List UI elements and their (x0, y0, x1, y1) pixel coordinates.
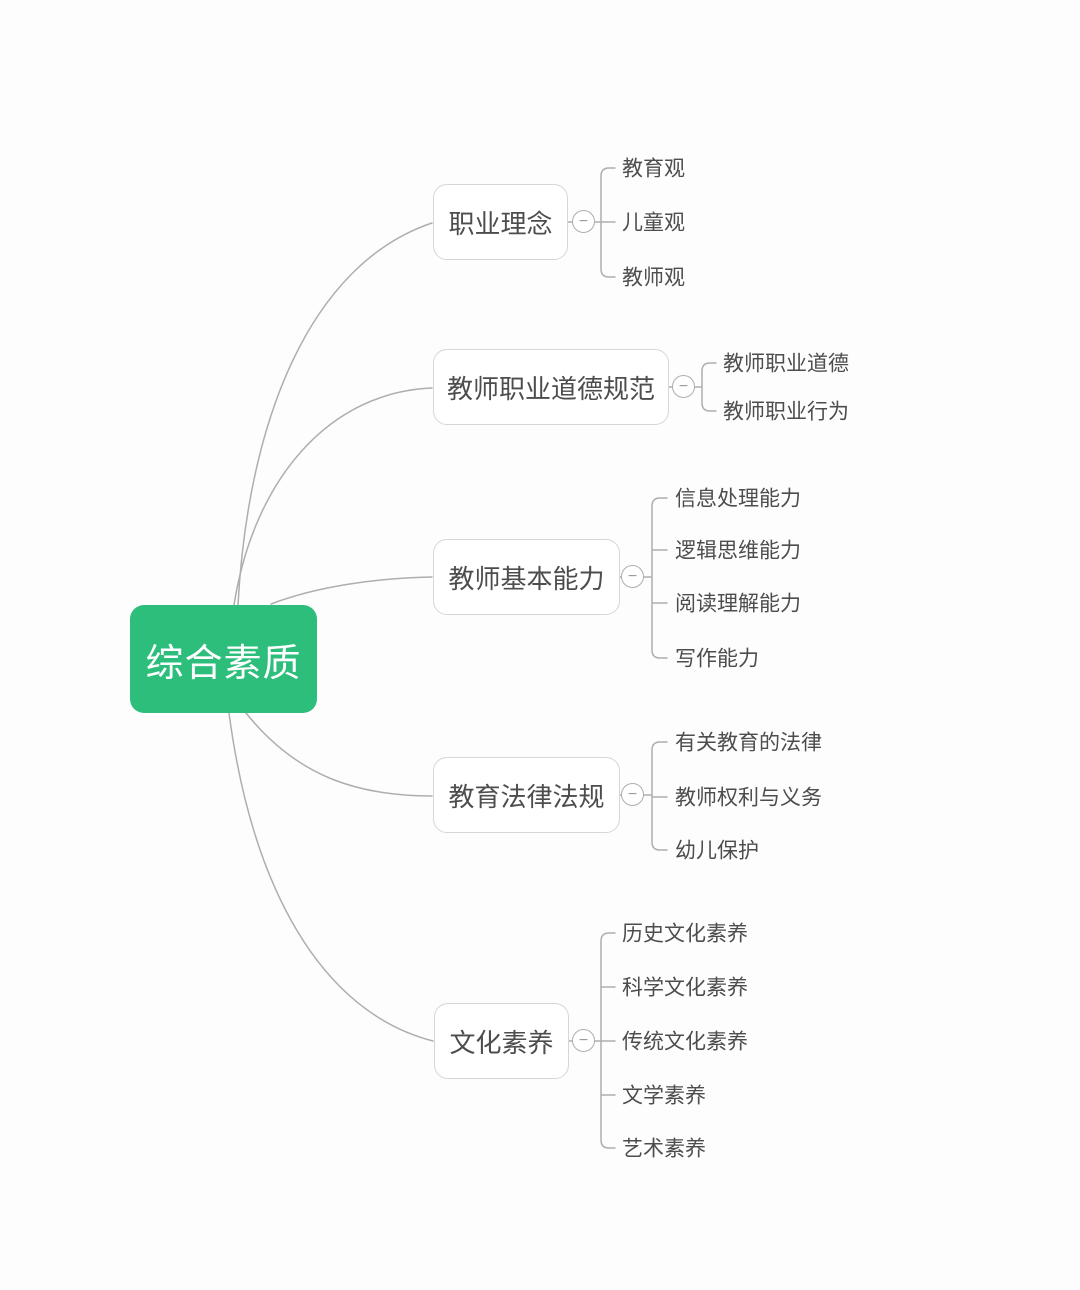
collapse-button-branch-2[interactable]: − (672, 375, 695, 398)
connector-branch-4-children (619, 741, 668, 851)
branch-node-label: 教师职业道德规范 (446, 373, 655, 404)
connector-branch-3-children (619, 497, 668, 659)
child-node[interactable]: 儿童观 (622, 211, 685, 235)
branch-node-professional-ethics[interactable]: 教师职业道德规范 (433, 349, 669, 425)
minus-icon: − (627, 567, 638, 585)
branch-node-label: 职业理念 (448, 208, 553, 239)
minus-icon: − (627, 785, 638, 803)
connector-root-branch-3 (270, 576, 433, 605)
child-node[interactable]: 教育观 (622, 157, 685, 181)
connector-root-branch-4 (245, 712, 433, 797)
collapse-button-branch-1[interactable]: − (572, 210, 595, 233)
child-node[interactable]: 教师职业行为 (723, 400, 849, 424)
minus-icon: − (678, 377, 689, 395)
branch-node-cultural-literacy[interactable]: 文化素养 (434, 1003, 569, 1079)
collapse-button-branch-5[interactable]: − (572, 1029, 595, 1052)
branch-node-label: 教师基本能力 (448, 563, 605, 594)
connector-root-branch-1 (237, 222, 433, 606)
root-node-label: 综合素质 (145, 642, 302, 685)
connector-branch-2-children (668, 362, 717, 412)
connector-root-branch-2 (233, 387, 433, 606)
child-node[interactable]: 文学素养 (622, 1084, 706, 1108)
child-node[interactable]: 传统文化素养 (622, 1030, 748, 1054)
child-node[interactable]: 逻辑思维能力 (675, 539, 801, 563)
branch-node-basic-abilities[interactable]: 教师基本能力 (433, 539, 620, 615)
root-node[interactable]: 综合素质 (130, 605, 317, 713)
branch-node-label: 教育法律法规 (448, 781, 605, 812)
branch-node-career-philosophy[interactable]: 职业理念 (433, 184, 568, 260)
minus-icon: − (578, 1031, 589, 1049)
child-node[interactable]: 科学文化素养 (622, 976, 748, 1000)
child-node[interactable]: 教师职业道德 (723, 352, 849, 376)
branch-node-label: 文化素养 (449, 1027, 554, 1058)
connector-branch-5-children (568, 932, 616, 1149)
branch-node-education-laws[interactable]: 教育法律法规 (433, 757, 620, 833)
child-node[interactable]: 信息处理能力 (675, 487, 801, 511)
collapse-button-branch-4[interactable]: − (621, 783, 644, 806)
child-node[interactable]: 阅读理解能力 (675, 592, 801, 616)
child-node[interactable]: 写作能力 (675, 647, 759, 671)
child-node[interactable]: 有关教育的法律 (675, 731, 822, 755)
connector-branch-1-children (567, 167, 616, 278)
collapse-button-branch-3[interactable]: − (621, 565, 644, 588)
child-node[interactable]: 教师观 (622, 266, 685, 290)
child-node[interactable]: 幼儿保护 (675, 839, 759, 863)
child-node[interactable]: 艺术素养 (622, 1137, 706, 1161)
child-node[interactable]: 教师权利与义务 (675, 786, 822, 810)
minus-icon: − (578, 212, 589, 230)
child-node[interactable]: 历史文化素养 (622, 922, 748, 946)
connector-root-branch-5 (228, 712, 434, 1042)
